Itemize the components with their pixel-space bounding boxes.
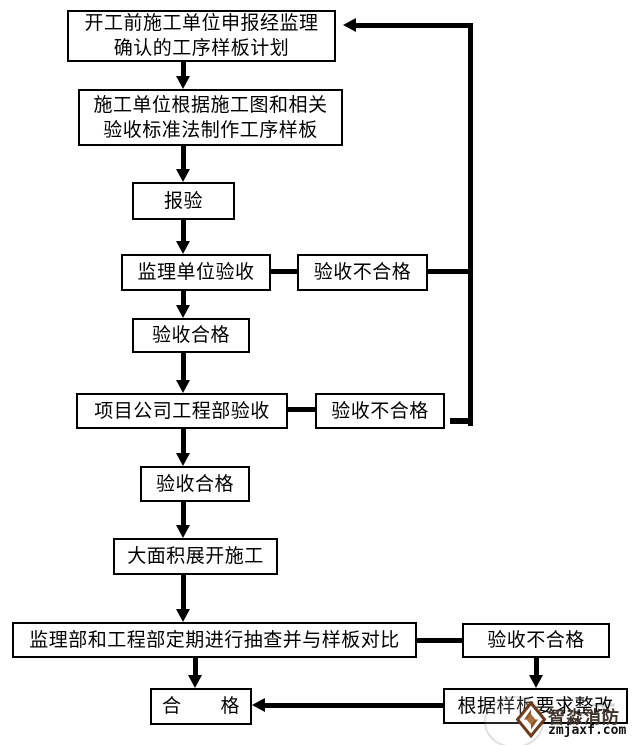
arrow-pass2-to-full-shaft	[181, 502, 186, 525]
arrow-feedback-to-plan-shaft	[356, 23, 473, 28]
watermark-brand-text: 智淼消防	[548, 708, 620, 727]
arrow-full-to-spot-head	[176, 609, 190, 622]
node-make-sample: 施工单位根据施工图和相关 验收标准法制作工序样板	[78, 89, 343, 146]
arrow-supervisor-to-pass1-head	[176, 305, 190, 318]
arrow-company-to-pass2-shaft	[181, 429, 186, 453]
arrow-submit-to-supervisor-head	[176, 241, 190, 254]
arrow-pass1-to-company-shaft	[181, 353, 186, 380]
connector-fail2-feedback-jog	[450, 418, 469, 424]
node-company-acceptance: 项目公司工程部验收	[76, 393, 288, 429]
node-fail-2: 验收不合格	[315, 393, 445, 429]
node-pass-2: 验收合格	[140, 466, 250, 502]
node-fail-1: 验收不合格	[297, 254, 428, 291]
connector-company-fail2	[288, 407, 315, 412]
arrow-make-to-submit-head	[176, 169, 190, 182]
watermark-site-text: zmjaxf.com	[548, 723, 627, 738]
node-full-construction: 大面积展开施工	[113, 538, 278, 575]
watermark-logo-icon	[516, 701, 546, 738]
arrow-rectify-to-qualified-head	[252, 698, 265, 712]
watermark-ghost-char: 工	[590, 700, 617, 730]
arrow-plan-to-make-head	[176, 76, 190, 89]
arrow-fail3-to-rectify-head	[529, 675, 543, 688]
connector-spot-fail3	[417, 638, 462, 643]
arrow-rectify-to-qualified-shaft	[265, 703, 443, 708]
node-make-sample-line2: 验收标准法制作工序样板	[103, 119, 318, 141]
node-submit-inspection: 报验	[132, 182, 235, 220]
arrow-pass2-to-full-head	[176, 525, 190, 538]
connector-fail1-feedback	[428, 269, 473, 274]
arrow-feedback-to-plan-head	[343, 18, 356, 32]
arrow-supervisor-to-pass1-shaft	[181, 291, 186, 305]
node-fail-3: 验收不合格	[462, 623, 610, 658]
node-supervisor-acceptance: 监理单位验收	[121, 254, 271, 291]
node-sample-plan-line1: 开工前施工单位申报经监理	[84, 13, 319, 34]
arrow-pass1-to-company-head	[176, 380, 190, 393]
arrow-fail3-to-rectify-shaft	[534, 658, 539, 675]
node-make-sample-line1: 施工单位根据施工图和相关	[93, 94, 328, 116]
arrow-company-to-pass2-head	[176, 453, 190, 466]
arrow-submit-to-supervisor-shaft	[181, 220, 186, 241]
arrow-full-to-spot-shaft	[181, 575, 186, 609]
node-spot-check: 监理部和工程部定期进行抽查并与样板对比	[12, 622, 417, 658]
node-sample-plan-line2: 确认的工序样板计划	[113, 38, 290, 59]
arrow-make-to-submit-shaft	[181, 146, 186, 169]
arrow-plan-to-make-shaft	[181, 62, 186, 76]
connector-supervisor-fail1	[271, 269, 297, 274]
node-qualified: 合 格	[150, 688, 252, 725]
feedback-vertical-line	[468, 23, 473, 426]
node-pass-1: 验收合格	[132, 318, 250, 353]
arrow-spot-to-qualified-head	[188, 675, 202, 688]
arrow-spot-to-qualified-shaft	[193, 658, 198, 675]
node-sample-plan: 开工前施工单位申报经监理 确认的工序样板计划	[67, 10, 336, 62]
